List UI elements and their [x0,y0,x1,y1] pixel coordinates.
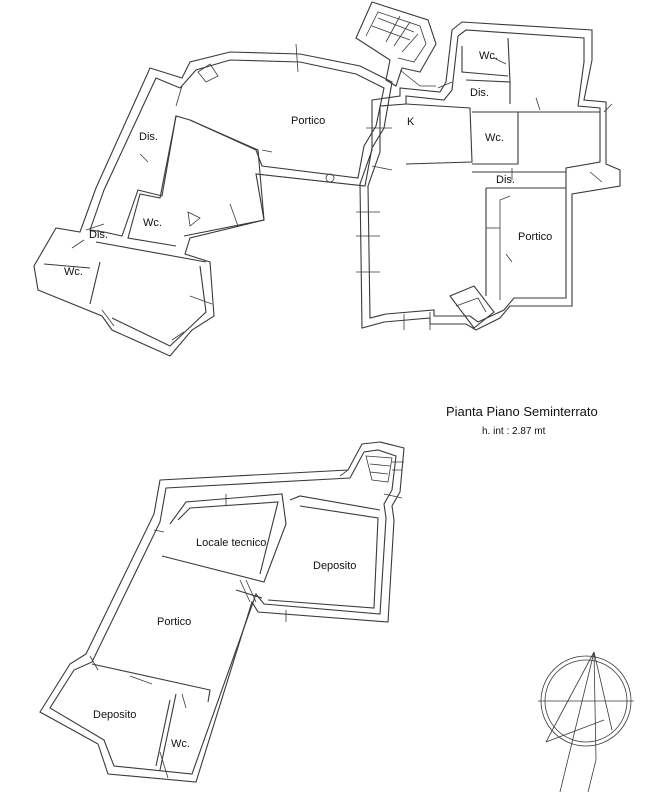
room-label-wc-right: Wc. [485,132,504,144]
wc-wall [159,693,177,771]
left-partition-2 [183,119,265,237]
room-label-portico-right: Portico [518,231,552,243]
locale-tecnico-inner [177,501,279,575]
lower-right-stair [449,285,495,329]
room-label-dis-left: Dis. [139,131,158,143]
right-portico-column [499,195,511,300]
upper-floor-plan: Portico Dis. Wc. Dis. Wc. K Wc. Dis. Wc.… [33,1,621,357]
left-wing-outer-wall [33,51,393,357]
deposito-right-inner [267,505,379,609]
left-partition-4 [89,261,101,305]
right-partition-top3 [461,46,509,77]
left-wing-inner-wall [89,59,385,237]
room-label-wc-far-left: Wc. [64,266,83,278]
lower-inner-wall [49,449,397,775]
room-label-deposito-right: Deposito [313,560,356,572]
deposito-right-walls [289,495,381,511]
room-label-portico-lower: Portico [157,616,191,628]
left-partition-1 [127,115,177,247]
room-label-wc-top-right: Wc. [479,50,498,62]
right-partition-k [405,103,473,165]
right-wing-inner-wall [367,29,601,323]
lower-window-marks [89,469,403,779]
plan-subtitle: h. int : 2.87 mt [482,426,546,437]
room-label-wc-lower: Wc. [171,738,190,750]
room-label-portico-main: Portico [291,115,325,127]
room-label-dis-right: Dis. [496,174,515,186]
room-label-k: K [407,116,415,128]
left-partition-3 [95,241,207,263]
left-lower-room [111,265,207,347]
deposito-left-walls [91,663,211,703]
lower-staircase-icon [365,455,404,483]
plan-title: Pianta Piano Seminterrato [446,404,598,419]
lower-outer-wall [39,441,405,783]
right-wing-outer-wall [359,21,621,331]
upper-window-marks [71,43,613,341]
lower-right-stair-inner [455,297,487,313]
room-label-dis-top-right: Dis. [470,87,489,99]
portico-column [325,173,335,183]
north-arrow-icon [538,651,634,793]
locale-tecnico-walls [161,493,287,583]
lower-floor-plan: Locale tecnico Deposito Portico Deposito… [39,441,405,783]
staircase-icon [355,1,437,87]
wc-wall-2 [155,699,171,767]
room-label-locale-tecnico: Locale tecnico [196,537,266,549]
room-label-wc-mid-left: Wc. [143,217,162,229]
right-partition-wc2 [472,112,519,165]
wc-fixture [187,211,201,227]
portico-front-line [255,173,366,187]
room-label-dis-lower-left: Dis. [89,229,108,241]
room-label-deposito-left: Deposito [93,709,136,721]
portico-partition [235,589,263,599]
left-partition-5 [43,263,91,269]
top-niche [197,63,219,83]
